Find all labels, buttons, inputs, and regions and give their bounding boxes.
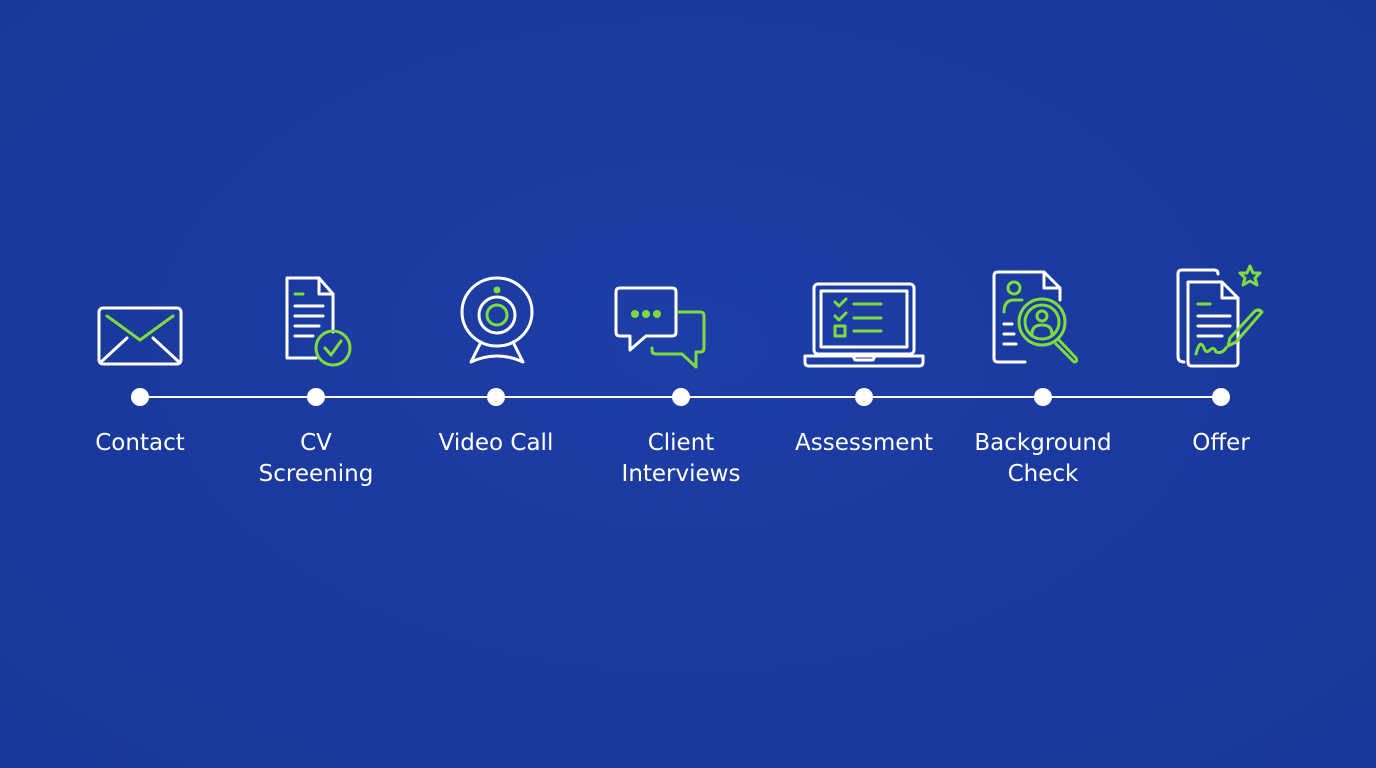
signed-contract-star-icon xyxy=(1166,262,1276,372)
step-label: Assessment xyxy=(795,430,933,456)
step-contact: Contact xyxy=(40,0,240,768)
step-label: Video Call xyxy=(438,430,554,456)
timeline-dot xyxy=(1212,388,1230,406)
step-assessment: Assessment xyxy=(764,0,964,768)
step-video-call: Video Call xyxy=(396,0,596,768)
timeline-dot xyxy=(131,388,149,406)
timeline-dot xyxy=(855,388,873,406)
step-label: Offer xyxy=(1192,430,1250,456)
chat-bubbles-icon xyxy=(614,262,736,372)
document-check-icon xyxy=(261,262,371,372)
timeline-dot xyxy=(307,388,325,406)
webcam-icon xyxy=(441,262,551,372)
laptop-checklist-icon xyxy=(803,262,925,372)
timeline-dot xyxy=(1034,388,1052,406)
step-offer: Offer xyxy=(1121,0,1321,768)
document-search-person-icon xyxy=(988,262,1098,372)
step-label: Contact xyxy=(95,430,185,456)
timeline-dot xyxy=(672,388,690,406)
envelope-icon xyxy=(85,262,195,372)
timeline-dot xyxy=(487,388,505,406)
